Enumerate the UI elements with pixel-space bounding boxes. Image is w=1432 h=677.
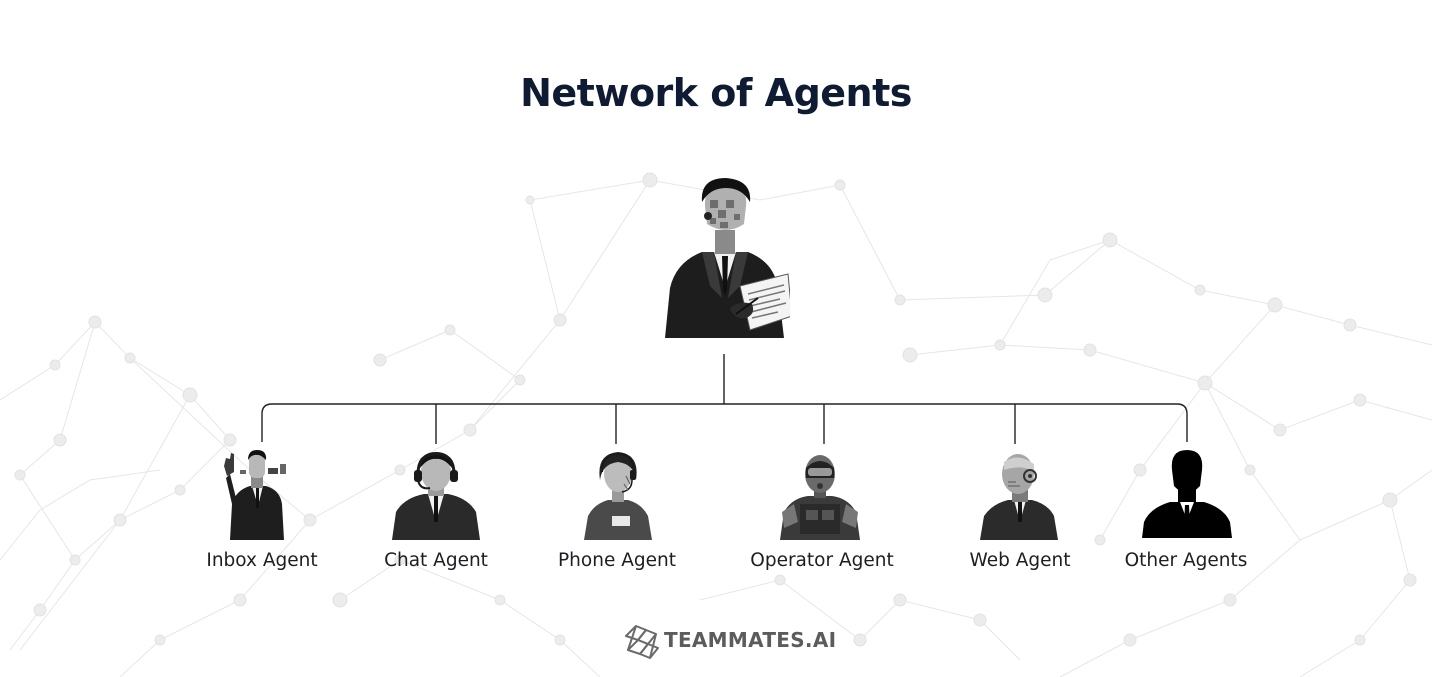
web-agent-icon [980,454,1058,540]
brand-name: TEAMMATES.AI [664,628,837,652]
operator-agent-icon [780,455,860,540]
agent-label-web: Web Agent [969,550,1071,571]
agent-label-other: Other Agents [1124,550,1248,571]
teammates-logo-icon [625,625,659,659]
page-title: Network of Agents [520,71,912,115]
chat-agent-icon [392,452,480,540]
lead-agent-icon [665,178,790,338]
other-agents-icon [1142,450,1232,538]
inbox-agent-icon [224,450,286,540]
agent-label-operator: Operator Agent [750,550,894,571]
agent-label-chat: Chat Agent [384,550,488,571]
phone-agent-icon [584,452,652,540]
agent-label-phone: Phone Agent [558,550,676,571]
agent-label-inbox: Inbox Agent [206,550,318,571]
